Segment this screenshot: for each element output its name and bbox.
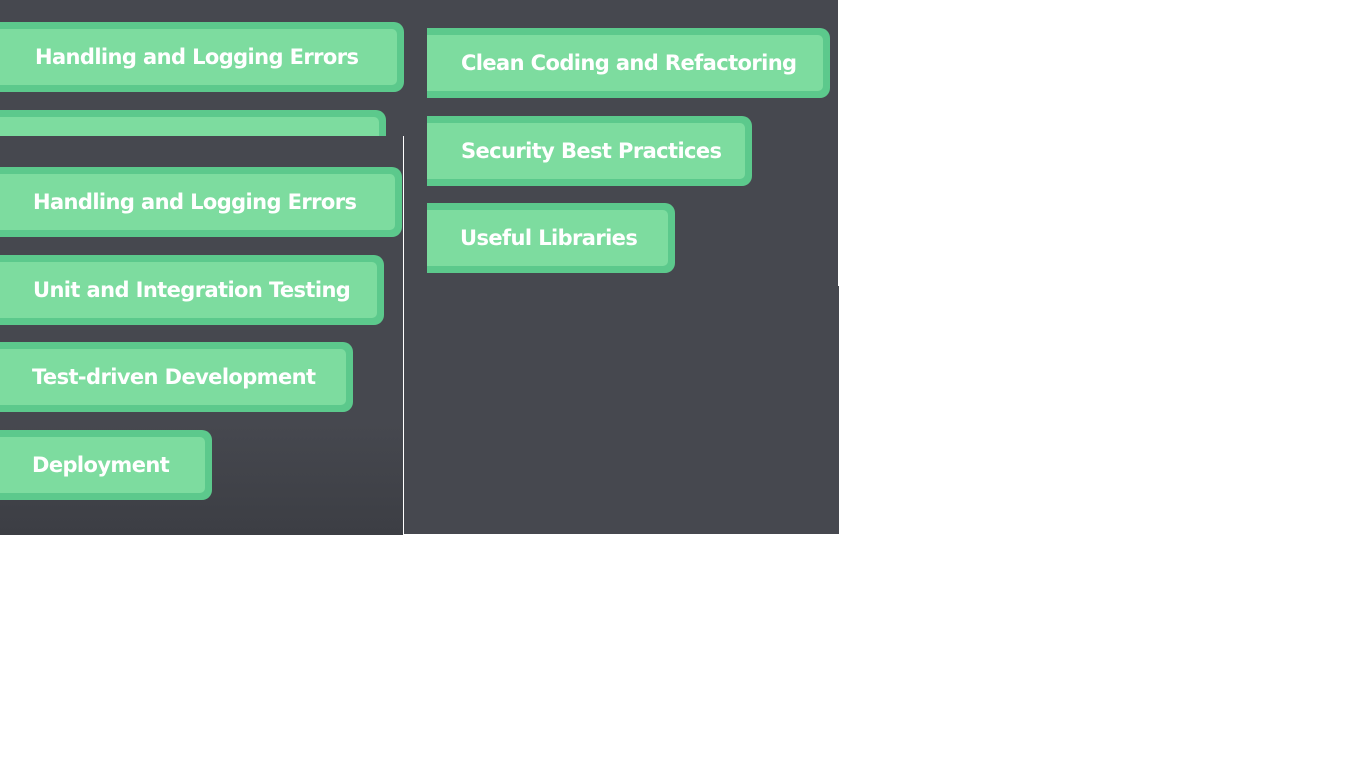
topic-label: Handling and Logging Errors	[33, 190, 357, 214]
topic-security: Security Best Practices	[427, 116, 752, 186]
topic-label: Test-driven Development	[32, 365, 316, 389]
topic-label: Security Best Practices	[461, 139, 722, 163]
left-lower-panel: Handling and Logging Errors Unit and Int…	[0, 136, 403, 535]
topic-useful-libraries: Useful Libraries	[427, 203, 675, 273]
right-lower-panel	[404, 286, 839, 534]
topic-handling-errors-top: Handling and Logging Errors	[0, 22, 404, 92]
right-panel: Clean Coding and Refactoring Security Be…	[404, 0, 838, 288]
topic-tdd: Test-driven Development	[0, 342, 353, 412]
topic-label: Useful Libraries	[460, 226, 638, 250]
left-top-panel: Handling and Logging Errors	[0, 0, 404, 136]
topic-clean-coding: Clean Coding and Refactoring	[427, 28, 830, 98]
topic-label: Unit and Integration Testing	[33, 278, 351, 302]
topic-unit-integration-testing: Unit and Integration Testing	[0, 255, 384, 325]
topic-label: Handling and Logging Errors	[35, 45, 359, 69]
topic-cut-off	[0, 110, 386, 136]
topic-handling-errors: Handling and Logging Errors	[0, 167, 402, 237]
topic-deployment: Deployment	[0, 430, 212, 500]
topic-label: Deployment	[32, 453, 170, 477]
topic-label: Clean Coding and Refactoring	[461, 51, 797, 75]
